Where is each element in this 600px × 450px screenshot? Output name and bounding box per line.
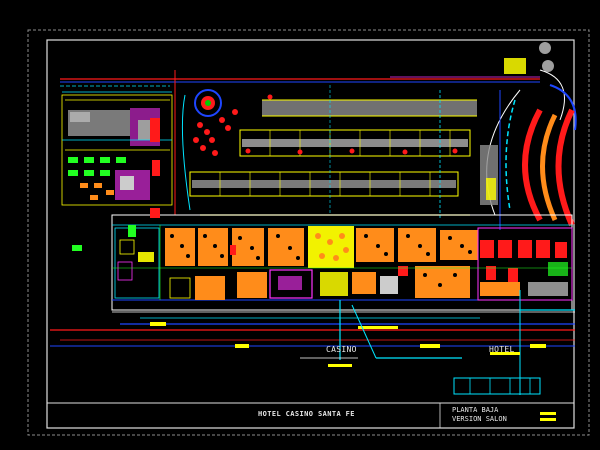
front-street <box>50 309 575 347</box>
casino-entry <box>300 300 462 367</box>
parking-trees <box>245 94 458 155</box>
roundabout <box>194 89 222 117</box>
parking-row-2 <box>239 129 471 157</box>
top-right-entry <box>504 42 577 131</box>
access-road <box>181 94 191 211</box>
parking-row-1 <box>262 99 477 117</box>
slot-area <box>169 269 398 300</box>
right-rotunda <box>480 89 575 230</box>
sheet-version: VERSION SALON <box>452 415 507 423</box>
salon-tables <box>170 234 472 287</box>
casino-label: CASINO <box>326 345 357 354</box>
left-building <box>61 91 173 251</box>
green-dimension-lines <box>112 225 572 300</box>
service-area <box>114 208 160 299</box>
hotel-entry <box>453 290 541 395</box>
property-lines <box>60 70 540 215</box>
sheet-border <box>46 39 575 429</box>
red-fixtures <box>230 240 567 282</box>
hotel-label: HOTEL <box>489 345 515 354</box>
parking-row-3 <box>189 171 459 197</box>
salon-blocks <box>165 228 478 298</box>
scale-bar-2 <box>540 418 556 421</box>
street-markers <box>150 322 546 348</box>
project-title: HOTEL CASINO SANTA FE <box>258 410 355 418</box>
scale-bar <box>540 412 556 415</box>
casino-floor <box>308 226 354 268</box>
hotel-lobby <box>477 227 573 301</box>
parking-stalls <box>219 130 451 196</box>
red-planters <box>193 109 238 156</box>
outer-dashed-border <box>27 29 590 436</box>
sheet-name: PLANTA BAJA <box>452 406 499 414</box>
